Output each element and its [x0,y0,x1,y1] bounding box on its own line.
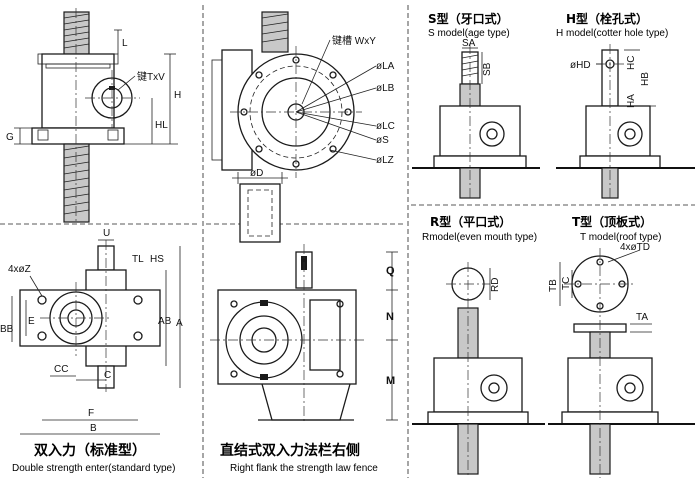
s-model-title-cn: S型（牙口式） [428,11,509,26]
dim-n: N [386,311,394,323]
panel-dividers [0,5,695,478]
dim-hd: øHD [570,60,591,71]
dim-h: H [174,90,181,101]
r-model-view: R型（平口式） Rmodel(even mouth type) RD [412,214,545,478]
dim-l: L [122,38,128,49]
dim-ta: TA [636,312,648,323]
dim-lb: øLB [376,83,395,94]
dim-lz: øLZ [376,155,394,166]
dim-rd: RD [490,278,501,292]
dim-hc: HC [626,56,637,70]
output-shaft [239,183,281,243]
front-view-standard: L 键TxV H HL G [6,8,181,223]
dim-hb: HB [640,72,651,86]
dim-cc: CC [54,364,68,375]
dim-tl: TL [132,254,144,265]
dim-hl: HL [155,120,168,131]
dim-d: øD [250,168,263,179]
caption-direct-en: Right flank the strength law fence [230,463,378,474]
r-base [427,411,529,425]
dim-lc: øLC [376,121,395,132]
t-housing [567,357,653,413]
dim-a: A [176,318,183,329]
dim-q: Q [386,265,395,277]
dim-bb: BB [0,324,14,335]
r-housing [433,357,523,413]
dim-m: M [386,375,395,387]
h-model-view: H型（栓孔式） H model(cotter hole type) øHD HC… [556,11,695,200]
dim-f: F [88,408,94,419]
h-base [579,155,661,169]
dim-sb: SB [482,62,493,76]
r-model-title-cn: R型（平口式） [430,214,511,229]
caption-standard-en: Double strength enter(standard type) [12,463,175,474]
t-model-title-cn: T型（顶板式） [572,214,652,229]
t-model-view: T型（顶板式） T model(roof type) 4xøTD TB TC T… [548,214,695,478]
label-key-txv: 键TxV [137,70,165,83]
dim-c: C [104,370,111,381]
direct-mount-side-view: 键槽 WxY øLA øLB øLC øS øLZ øD [211,11,395,243]
dim-ha: HA [626,94,637,108]
caption-standard-cn: 双入力（标准型） [34,442,146,459]
h-model-title-en: H model(cotter hole type) [556,28,668,39]
label-keyway: 键槽 WxY [332,34,376,47]
dim-g: G [6,132,14,143]
s-model-view: S型（牙口式） S model(age type) SA SB [412,11,540,200]
label-4xtd: 4xøTD [620,242,650,253]
plan-view-standard: U TL HS 4xøZ BB E AB A C CC F B 双入力（标准型）… [0,228,183,474]
dim-e: E [28,316,35,327]
h-model-title-cn: H型（栓孔式） [566,11,648,26]
t-base [561,411,659,425]
dim-la: øLA [376,61,395,72]
s-base [433,155,527,169]
dim-tb: TB [548,279,559,292]
dim-sa: SA [462,38,476,49]
s-model-title-en: S model(age type) [428,28,510,39]
label-4xz: 4xøZ [8,264,31,275]
dim-ab: AB [158,316,172,327]
caption-direct-cn: 直结式双入力法栏右侧 [220,442,360,459]
worm-body [309,299,341,371]
r-screw [457,307,479,359]
gearbox-body [41,53,115,129]
dim-u: U [103,228,110,239]
dim-tc: TC [561,277,572,290]
r-model-title-en: Rmodel(even mouth type) [422,232,537,243]
direct-mount-front-view: Q N M 直结式双入力法栏右侧 Right flank the strengt… [210,244,398,474]
dim-hs: HS [150,254,164,265]
dim-s: øS [376,135,389,146]
dim-b: B [90,423,97,434]
t-model-title-en: T model(roof type) [580,232,662,243]
